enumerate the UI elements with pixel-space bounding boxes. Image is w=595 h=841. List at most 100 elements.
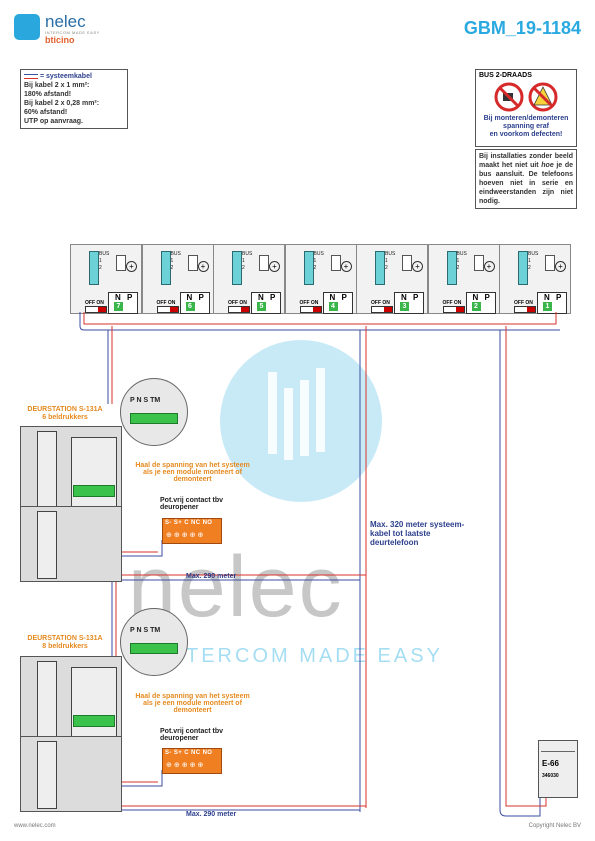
screw-icon: + <box>412 261 423 272</box>
phone-number: 5 <box>257 302 266 311</box>
cable-note-line: Bij kabel 2 x 1 mm²: <box>24 82 90 89</box>
nelec-logo-icon <box>14 14 40 40</box>
station-2-terminal-strip <box>130 643 178 654</box>
station-1-buttons <box>37 431 57 511</box>
screw-icon: + <box>126 261 137 272</box>
phone-number: 6 <box>185 302 195 311</box>
switch-label: OFF ON <box>299 300 319 306</box>
cable-note-line: 180% afstand! <box>24 91 72 98</box>
station-1-voltage-note: Haal de spanning van het systeem als je … <box>135 462 250 483</box>
screw-icon: + <box>269 261 280 272</box>
phone-number: 1 <box>543 302 552 311</box>
bus-terminal <box>446 251 457 285</box>
no-voltage-icon <box>528 82 558 112</box>
p-label: P <box>127 293 133 302</box>
wall-plug-icon <box>473 255 484 271</box>
bus-label: 2 <box>456 265 460 271</box>
dip-switch[interactable] <box>156 306 179 313</box>
bus-label: 1 <box>456 258 460 264</box>
wall-plug-icon <box>402 255 412 271</box>
n-label: N <box>544 293 550 302</box>
station-2-buttons <box>37 661 57 741</box>
station-1-distance: Max. 290 meter <box>186 573 237 580</box>
n-label: N <box>186 293 193 302</box>
warning-line: spanning eraf <box>503 123 549 130</box>
phone-number: 7 <box>114 302 123 311</box>
station-1-title: DEURSTATION S-131A <box>27 406 103 413</box>
station-1-terminal-strip <box>130 413 178 424</box>
logo-brand: bticino <box>45 35 75 45</box>
watermark-bar <box>268 372 277 454</box>
station-2-voltage-note: Haal de spanning van het systeem als je … <box>135 693 250 714</box>
bus-warning-box: BUS 2-DRAADS Bij monteren/demonteren spa… <box>475 69 577 147</box>
bus-label: 1 <box>385 258 388 264</box>
bus-label: 2 <box>99 265 102 271</box>
bus-label: BUS <box>170 251 181 257</box>
dip-switch[interactable] <box>299 306 322 313</box>
switch-label: OFF ON <box>371 300 390 306</box>
bus-label: 2 <box>528 265 531 271</box>
relay-screws-icon: ⊕⊕⊕⊕⊕ <box>166 762 206 769</box>
p-label: P <box>484 293 490 302</box>
station-2-relay: S- S+ C NC NO ⊕⊕⊕⊕⊕ <box>162 748 222 774</box>
n-label: N <box>472 293 479 302</box>
bus-terminal <box>303 251 314 285</box>
cable-note: = systeemkabel Bij kabel 2 x 1 mm²: 180%… <box>20 69 128 129</box>
station-2-title: DEURSTATION S-131A <box>27 635 103 642</box>
info-text: Bij installaties zonder beeld maakt het … <box>479 153 573 169</box>
cable-note-title: = systeemkabel <box>39 73 92 80</box>
station-2-terminal <box>73 715 115 727</box>
screw-icon: + <box>197 261 209 272</box>
relay-terminals: S- S+ C NC NO <box>165 750 213 756</box>
bus-terminal <box>375 251 385 285</box>
dip-switch[interactable] <box>85 306 107 313</box>
warning-line: Bij monteren/demonteren <box>483 115 569 122</box>
wall-plug-icon <box>259 255 269 271</box>
wall-plug-icon <box>116 255 126 271</box>
bus-label: BUS <box>242 251 253 257</box>
p-label: P <box>270 293 276 302</box>
screw-icon: + <box>483 261 495 272</box>
station-1-keys: P N S TM <box>130 397 161 404</box>
wall-plug-icon <box>545 255 555 271</box>
cable-note-line: 60% afstand! <box>24 109 68 116</box>
watermark-bar <box>316 368 325 452</box>
bus-label: BUS <box>99 251 110 257</box>
dip-switch[interactable] <box>442 306 465 313</box>
power-supply: E-66 346030 <box>538 740 578 798</box>
dip-switch[interactable] <box>228 306 250 313</box>
n-label: N <box>401 293 407 302</box>
wall-plug-icon <box>330 255 341 271</box>
logo-tagline: INTERCOM MADE EASY <box>45 30 100 35</box>
relay-cables <box>120 540 163 787</box>
station-cable-1 <box>107 326 366 581</box>
bus-label: 1 <box>313 258 317 264</box>
n-label: N <box>115 293 121 302</box>
bus-label: 2 <box>313 265 317 271</box>
bus-terminal <box>232 251 242 285</box>
station-1-relay: S- S+ C NC NO ⊕⊕⊕⊕⊕ <box>162 518 222 544</box>
cable-legend-icon <box>24 73 38 79</box>
cable-note-line: Bij kabel 2 x 0,28 mm²: <box>24 100 100 107</box>
bus-label: BUS <box>456 251 467 257</box>
watermark-bar <box>300 380 309 456</box>
phone-number: 3 <box>400 302 409 311</box>
switch-label: OFF ON <box>514 300 533 306</box>
dip-switch[interactable] <box>514 306 536 313</box>
max-system-label: Max. 320 meter systeem-kabel tot laatste… <box>370 520 465 547</box>
footer-website[interactable]: www.nelec.com <box>14 823 56 829</box>
p-label: P <box>341 293 347 302</box>
no-plug-icon <box>494 82 524 112</box>
dip-switch[interactable] <box>371 306 393 313</box>
warning-icons <box>494 82 558 112</box>
info-text: je de bus aansluit. De telefoons hoeven … <box>479 162 573 205</box>
station-2-contact-label: Pot.vrij contact tbv deuropener <box>160 728 224 742</box>
p-label: P <box>556 293 562 302</box>
